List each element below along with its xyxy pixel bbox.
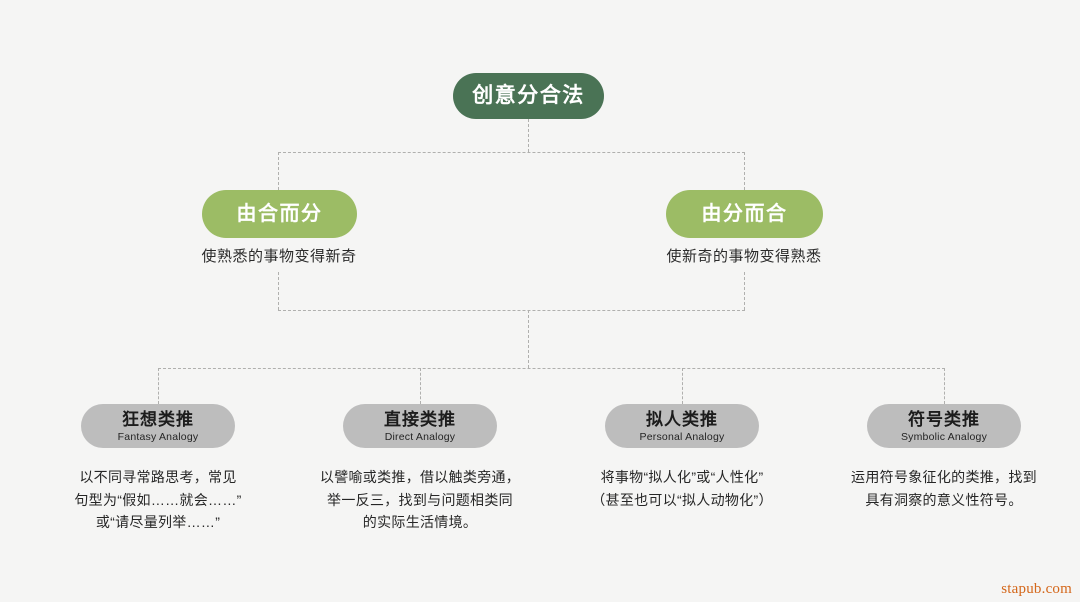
connector-root-down bbox=[528, 119, 529, 152]
connector-to-leaf-2 bbox=[420, 368, 421, 404]
connector-to-leaf-4 bbox=[944, 368, 945, 404]
leaf-node-1-desc-line: 或“请尽量列举……” bbox=[95, 514, 221, 531]
leaf-node-3-description: 将事物“拟人化”或“人性化” （甚至也可以“拟人动物化”） bbox=[562, 466, 802, 511]
connector-center-stem bbox=[528, 310, 529, 368]
leaf-node-4-label-en: Symbolic Analogy bbox=[900, 431, 988, 443]
leaf-node-4-label-cn: 符号类推 bbox=[908, 410, 980, 430]
mid-node-2-caption-text: 使新奇的事物变得熟悉 bbox=[666, 248, 822, 265]
mid-node-1[interactable]: 由合而分 bbox=[202, 190, 357, 238]
leaf-node-2-desc-line: 的实际生活情境。 bbox=[362, 514, 478, 531]
mid-node-1-label: 由合而分 bbox=[236, 203, 323, 225]
leaf-node-2-desc-line: 举一反三，找到与问题相类同 bbox=[327, 491, 513, 508]
leaf-node-1-description: 以不同寻常路思考，常见 句型为“假如……就会……” 或“请尽量列举……” bbox=[43, 466, 273, 534]
leaf-node-2-description: 以譬喻或类推，借以触类旁通， 举一反三，找到与问题相类同 的实际生活情境。 bbox=[300, 466, 540, 534]
root-node-label: 创意分合法 bbox=[472, 84, 585, 108]
connector-level1-bus bbox=[278, 152, 745, 153]
root-node[interactable]: 创意分合法 bbox=[453, 73, 604, 119]
leaf-node-3-label-en: Personal Analogy bbox=[639, 431, 725, 443]
connector-to-mid-1 bbox=[278, 152, 279, 190]
mid-node-1-caption-text: 使熟悉的事物变得新奇 bbox=[201, 248, 357, 265]
leaf-node-2-label-en: Direct Analogy bbox=[384, 431, 456, 443]
watermark: stapub.com bbox=[1001, 581, 1072, 597]
leaf-node-4[interactable]: 符号类推 Symbolic Analogy bbox=[867, 404, 1021, 448]
connector-leaf-bus bbox=[158, 368, 945, 369]
leaf-node-1-label-en: Fantasy Analogy bbox=[117, 431, 199, 443]
mid-node-2-label: 由分而合 bbox=[701, 203, 788, 225]
connector-level2-bus bbox=[278, 310, 745, 311]
leaf-node-4-desc-line: 运用符号象征化的类推，找到 bbox=[851, 469, 1037, 485]
leaf-node-3[interactable]: 拟人类推 Personal Analogy bbox=[605, 404, 759, 448]
connector-to-leaf-1 bbox=[158, 368, 159, 404]
connector-mid-2-down bbox=[744, 272, 745, 310]
leaf-node-1[interactable]: 狂想类推 Fantasy Analogy bbox=[81, 404, 235, 448]
connector-to-mid-2 bbox=[744, 152, 745, 190]
leaf-node-1-desc-line: 以不同寻常路思考，常见 bbox=[79, 469, 237, 485]
leaf-node-3-desc-line: （甚至也可以“拟人动物化”） bbox=[591, 491, 773, 508]
mid-node-1-caption: 使熟悉的事物变得新奇 bbox=[154, 245, 404, 266]
leaf-node-2[interactable]: 直接类推 Direct Analogy bbox=[343, 404, 497, 448]
mid-node-2-caption: 使新奇的事物变得熟悉 bbox=[619, 245, 869, 266]
connector-to-leaf-3 bbox=[682, 368, 683, 404]
leaf-node-2-desc-line: 以譬喻或类推，借以触类旁通， bbox=[319, 469, 521, 485]
leaf-node-3-desc-line: 将事物“拟人化”或“人性化” bbox=[600, 469, 764, 485]
mid-node-2[interactable]: 由分而合 bbox=[666, 190, 823, 238]
leaf-node-4-desc-line: 具有洞察的意义性符号。 bbox=[865, 491, 1023, 508]
connector-mid-1-down bbox=[278, 272, 279, 310]
leaf-node-4-description: 运用符号象征化的类推，找到 具有洞察的意义性符号。 bbox=[826, 466, 1062, 511]
leaf-node-2-label-cn: 直接类推 bbox=[384, 410, 456, 430]
leaf-node-3-label-cn: 拟人类推 bbox=[646, 410, 718, 430]
leaf-node-1-label-cn: 狂想类推 bbox=[122, 410, 194, 430]
leaf-node-1-desc-line: 句型为“假如……就会……” bbox=[74, 491, 242, 508]
